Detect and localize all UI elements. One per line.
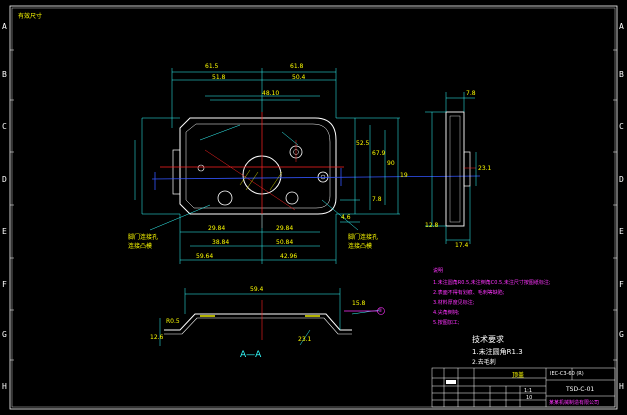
dim-side-7-8: 7.8 xyxy=(466,90,476,97)
title-part-name: 顶盖 xyxy=(512,372,525,379)
circle-mark: ① xyxy=(378,308,383,314)
dim-bottom-29a: 29.84 xyxy=(208,225,226,232)
title-material: IEC-C3-60 (R) xyxy=(550,371,584,377)
dim-side-23: 23.1 xyxy=(478,165,492,172)
right-note-2: 连接凸模 xyxy=(348,243,373,250)
section-label: A—A xyxy=(240,350,262,360)
dim-right-67: 67.9 xyxy=(372,150,386,157)
left-tab xyxy=(172,149,181,195)
sheet-border xyxy=(9,5,618,410)
side-view xyxy=(425,92,477,244)
section-view xyxy=(159,288,385,346)
dim-bottom-38: 38.84 xyxy=(212,239,230,246)
title-block xyxy=(431,367,616,408)
dim-bottom-59: 59.64 xyxy=(196,253,214,260)
dim-sect-23: 23.1 xyxy=(298,336,312,343)
dim-bottom-50: 50.84 xyxy=(276,239,294,246)
hole-bottom-right xyxy=(285,191,299,205)
border-letter-left-c: C xyxy=(2,122,7,131)
dim-bottom-42: 42.96 xyxy=(280,253,298,260)
border-letter-right-d: D xyxy=(619,175,624,184)
dim-sect-15: 15.8 xyxy=(352,300,366,307)
border-letter-left-b: B xyxy=(2,70,7,79)
plate-outline xyxy=(179,117,337,215)
title-company: 某某机械制造有限公司 xyxy=(549,400,600,406)
dim-right-52: 52.5 xyxy=(356,140,370,147)
border-letter-right-a: A xyxy=(619,22,624,31)
right-note-1: 脚门连接孔 xyxy=(348,234,379,241)
border-letter-right-h: H xyxy=(619,382,624,391)
border-letter-left-f: F xyxy=(2,280,7,289)
border-letter-left-d: D xyxy=(2,175,7,184)
tech-note-line-2: 2.表面不得有划痕、毛刺等缺陷; xyxy=(433,290,505,296)
border-letter-left-a: A xyxy=(2,22,7,31)
dim-50-4: 50.4 xyxy=(292,74,306,81)
border-letter-right-g: G xyxy=(619,330,624,339)
axis-line xyxy=(151,175,481,180)
balloon-mark xyxy=(377,307,385,315)
dim-48: 48.10 xyxy=(262,90,280,97)
tech-note-line-3: 3.材料厚度见标注; xyxy=(433,300,475,306)
dim-right-90: 90 xyxy=(387,160,395,167)
tech-note-line-4: 4.尖角倒钝; xyxy=(433,310,460,316)
border-ticks xyxy=(10,49,617,361)
dim-sect-59: 59.4 xyxy=(250,286,264,293)
tech-notes-heading: 说明 xyxy=(433,268,444,274)
left-note-2: 连接凸模 xyxy=(128,243,153,250)
dim-top-right: 61.8 xyxy=(290,63,304,70)
left-note-1: 脚门连接孔 xyxy=(128,234,159,241)
dim-right-19: 19 xyxy=(400,172,408,179)
title-qty: 10 xyxy=(526,395,533,401)
border-letter-right-b: B xyxy=(619,70,624,79)
top-dimensions xyxy=(134,68,400,264)
tech-note-line-5: 5.按图加工; xyxy=(433,320,460,326)
dim-sect-r: R0.5 xyxy=(166,318,180,325)
hole-left xyxy=(197,164,205,172)
title-scale: 1:1 xyxy=(524,388,533,394)
dim-right-7: 7.8 xyxy=(372,196,382,203)
hole-bottom-left xyxy=(217,190,233,206)
top-view xyxy=(151,112,481,228)
border-letter-right-f: F xyxy=(619,280,624,289)
dim-top-left: 61.5 xyxy=(205,63,219,70)
dim-side-12-8: 12.8 xyxy=(425,222,439,229)
border-letter-left-g: G xyxy=(2,330,7,339)
border-letter-right-c: C xyxy=(619,122,624,131)
dim-side-17-4: 17.4 xyxy=(455,242,469,249)
border-letter-left-e: E xyxy=(2,227,7,236)
dim-sect-12: 12.6 xyxy=(150,334,164,341)
dim-right-4-6: 4.6 xyxy=(341,214,351,221)
header-note: 有效尺寸 xyxy=(18,13,43,20)
tech-req-item-1: 1.未注圆角R1.3 xyxy=(472,348,523,356)
dim-51-8: 51.8 xyxy=(212,74,226,81)
border-letter-right-e: E xyxy=(619,227,624,236)
plate-inner xyxy=(185,123,331,209)
dim-bottom-29b: 29.84 xyxy=(276,225,294,232)
tech-req-title: 技术要求 xyxy=(472,335,504,344)
border-letter-left-h: H xyxy=(2,382,7,391)
tech-req-item-2: 2.去毛刺 xyxy=(472,359,496,366)
tech-note-line-1: 1.未注圆角R0.5,未注倒角C0.5,未注尺寸按图纸标注; xyxy=(433,280,551,286)
title-drawing-no: TSD-C-01 xyxy=(566,386,595,393)
